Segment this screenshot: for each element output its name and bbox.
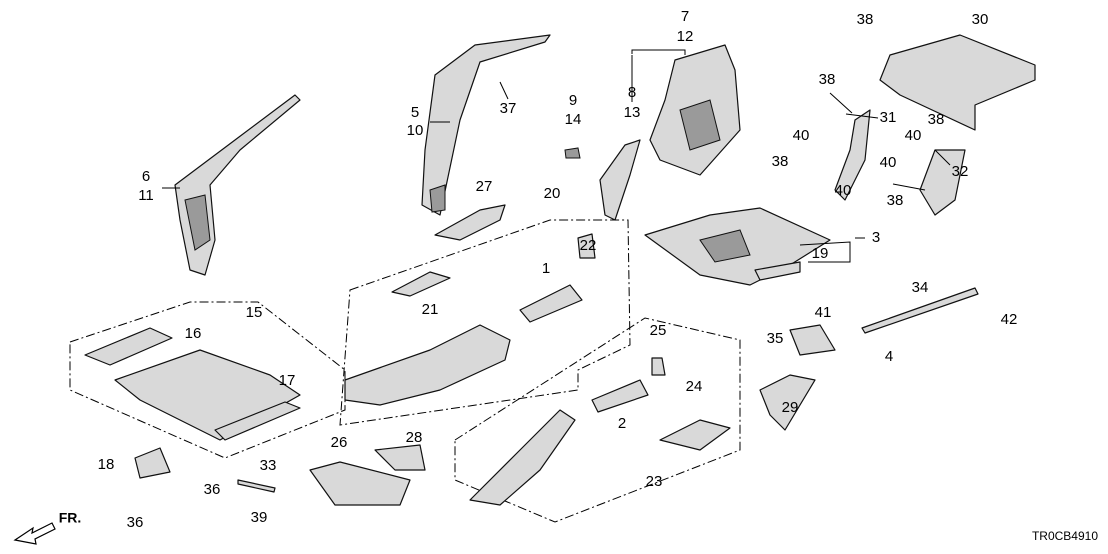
callout-14[interactable]: 14 [565, 111, 582, 128]
leader-lines [162, 49, 951, 263]
callout-8[interactable]: 8 [628, 84, 636, 101]
callout-3[interactable]: 3 [872, 229, 880, 246]
part-1-crossmember [519, 284, 583, 323]
part-20-floor-frame [344, 324, 511, 406]
callout-labels: 6 11 5 10 37 7 12 8 13 9 14 38 30 38 31 … [98, 8, 1018, 531]
arrow-icon [13, 522, 56, 545]
callout-23[interactable]: 23 [646, 473, 663, 490]
part-33-rod [237, 479, 276, 493]
callout-5[interactable]: 5 [411, 104, 419, 121]
callout-41[interactable]: 41 [815, 304, 832, 321]
part-5-10-center-pillar [421, 34, 551, 216]
callout-28[interactable]: 28 [406, 429, 423, 446]
part-27-bracket [434, 204, 506, 241]
callout-13[interactable]: 13 [624, 104, 641, 121]
callout-27[interactable]: 27 [476, 178, 493, 195]
part-2-crossmember [591, 379, 649, 413]
part-31-damper-stiffener [834, 109, 871, 201]
part-34-crossmember [861, 287, 979, 334]
part-7-12-rear-wheelhouse [649, 44, 741, 176]
callout-40[interactable]: 40 [835, 182, 852, 199]
part-29-bracket [759, 374, 816, 431]
callout-32[interactable]: 32 [952, 163, 969, 180]
callout-34[interactable]: 34 [912, 279, 929, 296]
part-8-13-brace [599, 139, 641, 221]
part-17-sill [214, 401, 301, 441]
callout-26[interactable]: 26 [331, 434, 348, 451]
callout-17[interactable]: 17 [279, 372, 296, 389]
callout-30[interactable]: 30 [972, 11, 989, 28]
callout-9[interactable]: 9 [569, 92, 577, 109]
callout-21[interactable]: 21 [422, 301, 439, 318]
part-21-plate [391, 271, 451, 297]
callout-42[interactable]: 42 [1001, 311, 1018, 328]
callout-35[interactable]: 35 [767, 330, 784, 347]
callout-2[interactable]: 2 [618, 415, 626, 432]
callout-1[interactable]: 1 [542, 260, 550, 277]
callout-29[interactable]: 29 [782, 399, 799, 416]
part-15-front-floor [114, 349, 301, 441]
callout-20[interactable]: 20 [544, 185, 561, 202]
group-20-outline [339, 219, 631, 426]
callout-38[interactable]: 38 [928, 111, 945, 128]
diagram-code: TR0CB4910 [1032, 529, 1098, 543]
callout-40[interactable]: 40 [905, 127, 922, 144]
part-16-rail [84, 327, 173, 366]
callout-7[interactable]: 7 [681, 8, 689, 25]
part-32-damper-stiffener [919, 149, 966, 216]
callout-38[interactable]: 38 [887, 192, 904, 209]
part-25-bracket [651, 357, 666, 376]
callout-22[interactable]: 22 [580, 237, 597, 254]
part-24-panel [659, 419, 731, 451]
callout-31[interactable]: 31 [880, 109, 897, 126]
part-19-crossmember [754, 261, 801, 281]
callout-38[interactable]: 38 [772, 153, 789, 170]
callout-18[interactable]: 18 [98, 456, 115, 473]
part-6-11-front-pillar [174, 94, 301, 276]
group-23-outline [454, 317, 741, 523]
part-26-crossmember [309, 461, 411, 506]
callout-39[interactable]: 39 [251, 509, 268, 526]
callout-38[interactable]: 38 [819, 71, 836, 88]
part-22-bracket [577, 233, 596, 259]
part-3-rear-floor [644, 207, 831, 286]
callout-38[interactable]: 38 [857, 11, 874, 28]
part-23-rear-frame [469, 409, 576, 506]
front-label: FR. [59, 510, 82, 526]
front-direction-arrow[interactable]: FR. [13, 510, 82, 545]
callout-40[interactable]: 40 [880, 154, 897, 171]
callout-11[interactable]: 11 [138, 187, 154, 204]
part-35-bracket [789, 324, 836, 356]
part-30-rear-shelf [879, 34, 1036, 131]
callout-19[interactable]: 19 [812, 245, 829, 262]
callout-24[interactable]: 24 [686, 378, 703, 395]
callout-36[interactable]: 36 [127, 514, 144, 531]
part-28-bracket [374, 444, 426, 471]
callout-33[interactable]: 33 [260, 457, 277, 474]
callout-40[interactable]: 40 [793, 127, 810, 144]
callout-4[interactable]: 4 [885, 348, 893, 365]
callout-6[interactable]: 6 [142, 168, 150, 185]
part-9-14-bracket [564, 147, 581, 159]
callout-15[interactable]: 15 [246, 304, 263, 321]
callout-37[interactable]: 37 [500, 100, 517, 117]
part-18-bracket [134, 447, 171, 479]
callout-25[interactable]: 25 [650, 322, 667, 339]
callout-10[interactable]: 10 [407, 122, 424, 139]
callout-16[interactable]: 16 [185, 325, 202, 342]
callout-36[interactable]: 36 [204, 481, 221, 498]
callout-12[interactable]: 12 [677, 28, 694, 45]
